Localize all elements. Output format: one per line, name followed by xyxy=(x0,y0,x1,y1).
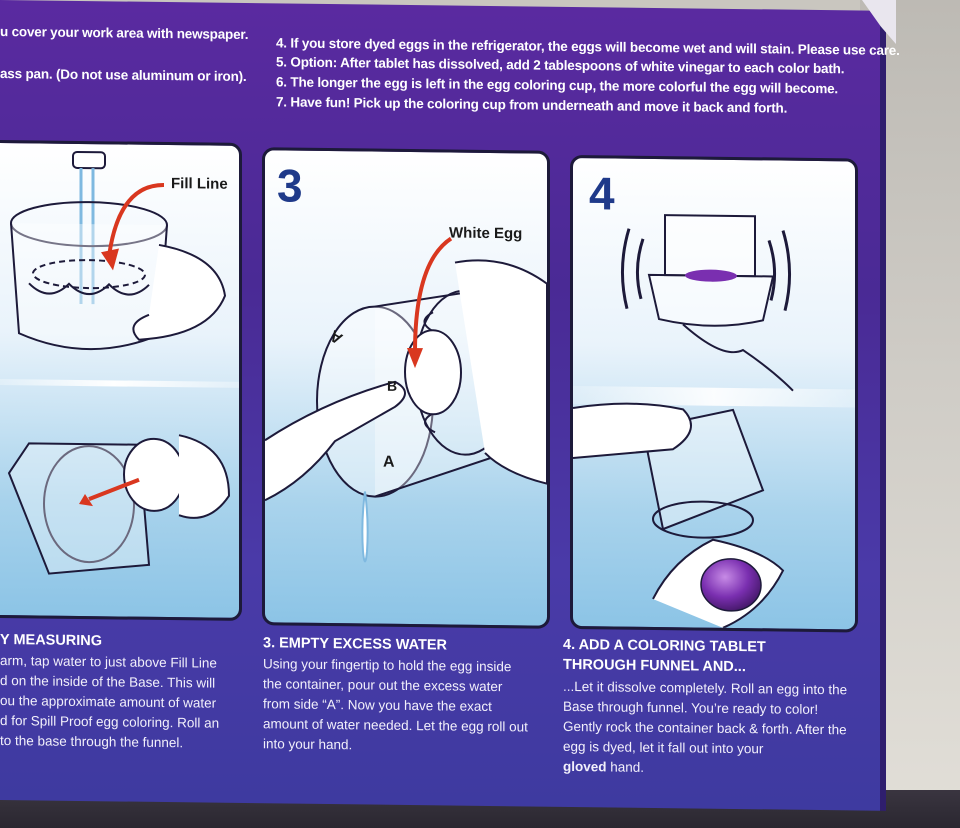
instruction-text: The longer the egg is left in the egg co… xyxy=(290,74,838,97)
step-3-caption-line: amount of water needed. Let the egg roll… xyxy=(263,716,528,735)
coloring-illustration xyxy=(573,214,794,629)
step-4-caption-subtitle: THROUGH FUNNEL AND... xyxy=(563,656,746,676)
step-2-caption-line: to the base through the funnel. xyxy=(0,733,184,751)
step-4-caption-title: 4. ADD A COLORING TABLET xyxy=(563,636,766,656)
instruction-number: 6. xyxy=(276,74,287,90)
step-3-number: 3 xyxy=(277,159,303,212)
instruction-text: After tablet has dissolved, add 2 tables… xyxy=(340,55,845,77)
white-egg-callout: White Egg xyxy=(449,224,523,243)
step-2-illustration-panel: Fill Line xyxy=(0,139,242,621)
step-4-number: 4 xyxy=(589,167,615,220)
instruction-5: 5. Option: After tablet has dissolved, a… xyxy=(276,54,844,76)
measuring-cup-illustration xyxy=(7,150,231,575)
step-3-caption-line: the container, pour out the excess water xyxy=(263,676,503,695)
instruction-6: 6. The longer the egg is left in the egg… xyxy=(276,74,838,96)
empty-water-illustration xyxy=(265,236,547,563)
step-3-illustration-panel: 3 White Egg A B A xyxy=(262,147,550,629)
instruction-line-left-1: u cover your work area with newspaper. xyxy=(0,24,249,43)
step-2-caption-line: ou the approximate amount of water xyxy=(0,693,217,711)
step-2-caption-line: arm, tap water to just above Fill Line xyxy=(0,653,217,671)
instruction-text: Have fun! Pick up the coloring cup from … xyxy=(290,94,788,116)
instruction-7: 7. Have fun! Pick up the coloring cup fr… xyxy=(276,94,787,115)
step-3-caption-line: from side “A”. Now you have the exact xyxy=(263,696,492,715)
step-4-caption-last-line: gloved hand. xyxy=(563,759,644,775)
product-box-back: u cover your work area with newspaper. a… xyxy=(0,0,900,811)
step-4-caption-line: ...Let it dissolve completely. Roll an e… xyxy=(563,678,848,698)
gloved-emphasis: gloved xyxy=(563,758,607,775)
step-4-caption-line: egg is dyed, let it fall out into your xyxy=(563,738,764,757)
instruction-number: 4. xyxy=(276,35,287,51)
step-2-caption-line: d on the inside of the Base. This will xyxy=(0,673,216,691)
instruction-number: 5. Option: xyxy=(276,54,337,71)
instruction-line-left-2: ass pan. (Do not use aluminum or iron). xyxy=(0,66,247,85)
step-4-illustration-panel: 4 xyxy=(570,154,858,633)
step-3-caption-line: into your hand. xyxy=(263,736,353,753)
side-b-label: B xyxy=(387,377,398,394)
instruction-text: If you store dyed eggs in the refrigerat… xyxy=(290,35,900,58)
side-a-bottom-label: A xyxy=(383,453,395,471)
step-3-caption-line: Using your fingertip to hold the egg ins… xyxy=(263,656,512,675)
fill-line-callout: Fill Line xyxy=(171,175,228,193)
instruction-number: 7. xyxy=(276,94,287,110)
caption-text: hand. xyxy=(606,759,645,775)
step-3-caption-title: 3. EMPTY EXCESS WATER xyxy=(263,635,447,654)
step-4-caption-line: Base through funnel. You’re ready to col… xyxy=(563,698,819,717)
step-2-caption-title: Y MEASURING xyxy=(0,632,103,650)
step-4-caption-line: Gently rock the container back & forth. … xyxy=(563,718,847,738)
step-2-caption-line: d for Spill Proof egg coloring. Roll an xyxy=(0,713,220,731)
